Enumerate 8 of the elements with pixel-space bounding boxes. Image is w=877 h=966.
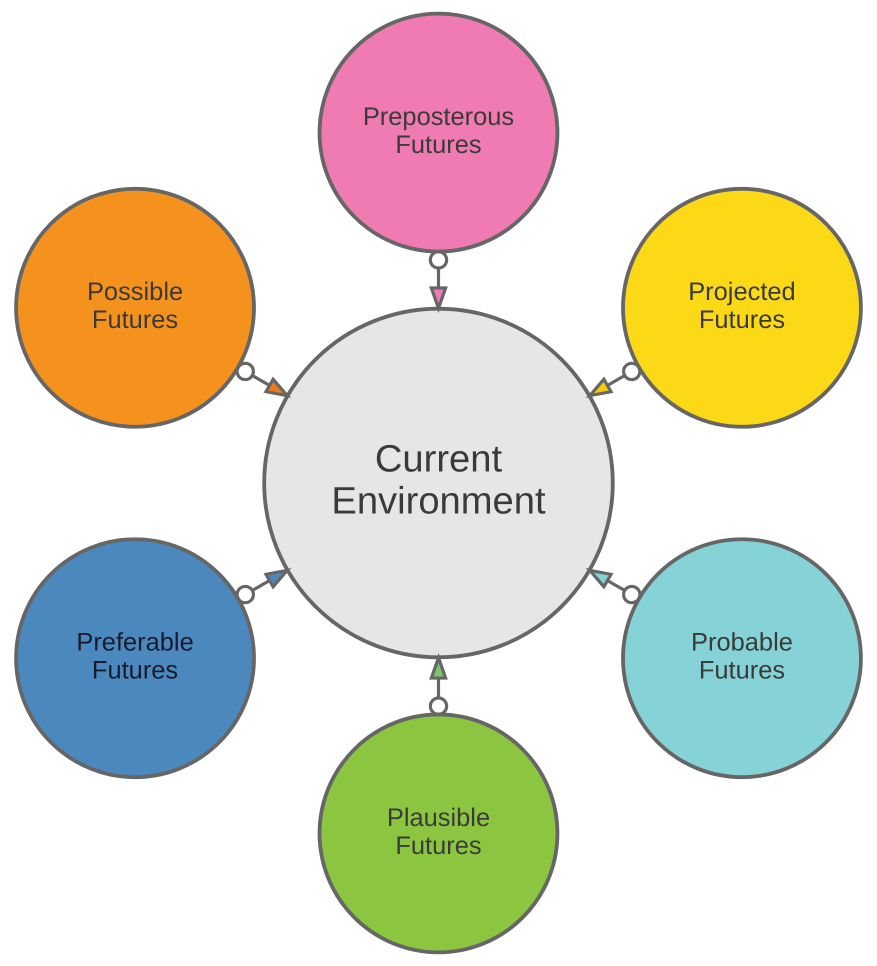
arrow [586,568,642,604]
node-circle: Plausible Futures [318,712,560,954]
arrow [428,250,448,314]
arrow [586,362,642,398]
arrow [236,568,292,604]
node-circle: Preposterous Futures [318,12,560,254]
arrow [428,652,448,716]
arrow [236,362,292,398]
